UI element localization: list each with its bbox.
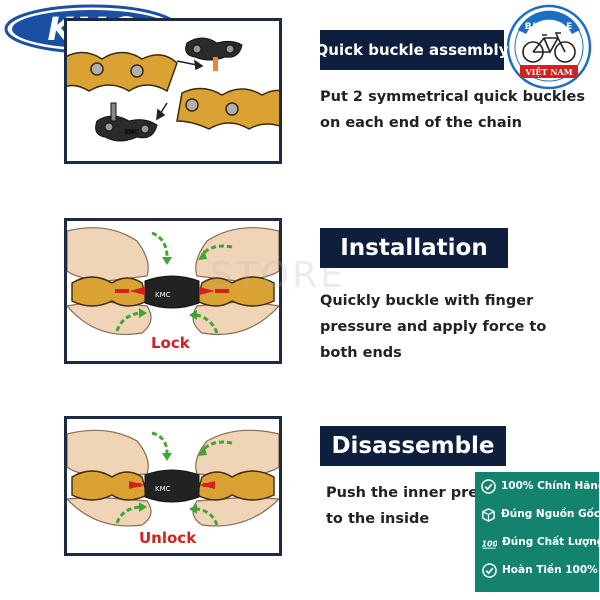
svg-text:KMC: KMC [155, 485, 171, 493]
guarantee-item: Hoàn Tiền 100% [475, 556, 599, 584]
lock-label: Lock [151, 334, 191, 352]
installation-title: Installation [320, 228, 508, 268]
guarantee-text: Đúng Chất Lượng [502, 536, 600, 548]
quick-link-top [185, 37, 243, 61]
svg-text:KMC: KMC [155, 291, 171, 299]
svg-text:KMC: KMC [125, 129, 138, 136]
assembly-title: Quick buckle assembly [316, 30, 508, 70]
guarantee-item: 100 Đúng Chất Lượng [475, 528, 600, 556]
guarantee-item: 100% Chính Hãng [475, 472, 600, 500]
assembly-arrows [156, 59, 204, 121]
badge-top-text: BICYCLE [525, 22, 574, 32]
refund-check-icon [481, 562, 497, 578]
installation-illustration: KMC Lock [64, 218, 282, 364]
quick-link-bottom: KMC [95, 102, 158, 142]
installation-description: Quickly buckle with finger pressure and … [320, 293, 547, 361]
disassemble-illustration: KMC Unlock [64, 416, 282, 556]
disassemble-title: Disassemble [320, 426, 506, 466]
assembly-illustration: KMC [64, 18, 282, 164]
unlock-label: Unlock [139, 529, 197, 547]
bicycle-icon [522, 32, 576, 63]
box-icon [481, 506, 496, 522]
assembly-description: Put 2 symmetrical quick buckles on each … [320, 89, 585, 131]
guarantee-item: Đúng Nguồn Gốc [475, 500, 600, 528]
guarantee-panel: 100% Chính Hãng Đúng Nguồn Gốc 100 Đúng … [475, 472, 600, 592]
guarantee-text: Đúng Nguồn Gốc [501, 508, 600, 520]
guarantee-text: 100% Chính Hãng [501, 480, 600, 492]
quality-100-icon: 100 [481, 534, 497, 550]
svg-text:100: 100 [482, 539, 498, 548]
bicycle-vietnam-badge: BICYCLE VIỆT NAM [506, 4, 592, 90]
guarantee-text: Hoàn Tiền 100% [502, 564, 598, 576]
badge-bottom-text: VIỆT NAM [524, 67, 572, 77]
disassemble-description: Push the inner pres to the inside [326, 485, 487, 527]
check-circle-icon [481, 478, 496, 494]
